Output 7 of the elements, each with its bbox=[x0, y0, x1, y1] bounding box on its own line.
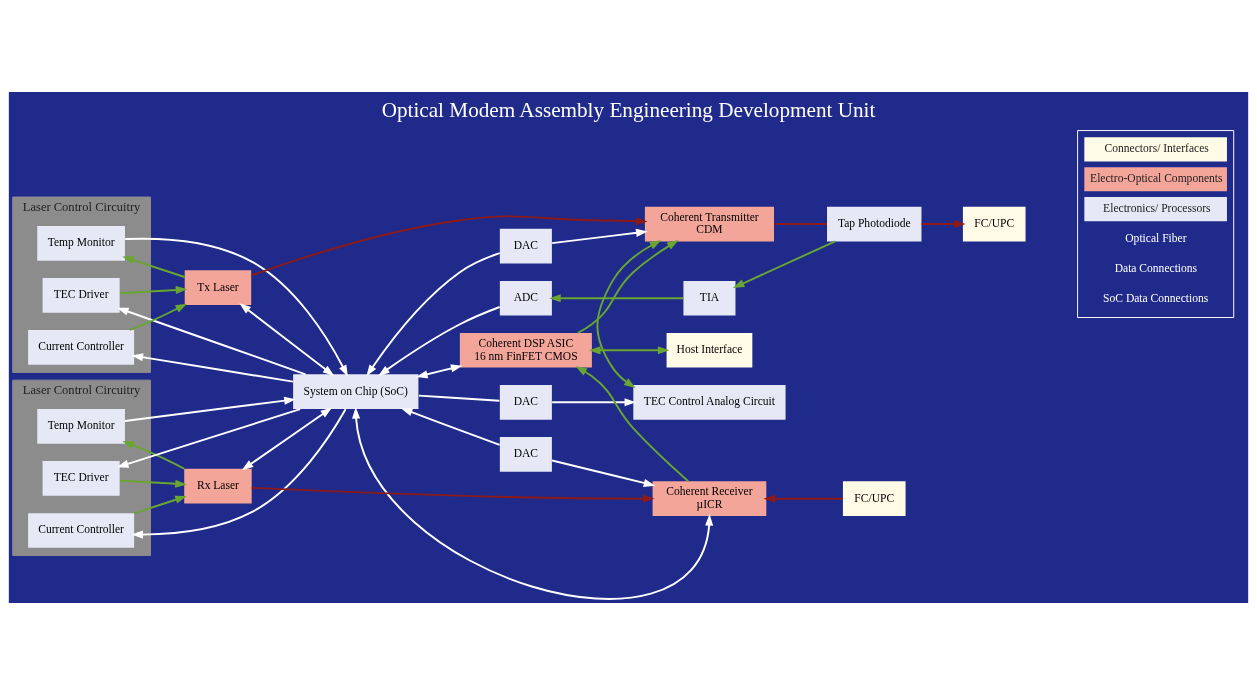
legend-label: Electro-Optical Components bbox=[1090, 171, 1223, 185]
legend-label: Optical Fiber bbox=[1125, 231, 1187, 245]
legend-label: SoC Data Connections bbox=[1103, 291, 1209, 305]
diagram-title: Optical Modem Assembly Engineering Development Unit bbox=[381, 97, 876, 122]
legend-label: Electronics/ Processors bbox=[1103, 201, 1211, 215]
legend-label: Connectors/ Interfaces bbox=[1104, 141, 1209, 155]
legend-label: Data Connections bbox=[1114, 261, 1198, 275]
